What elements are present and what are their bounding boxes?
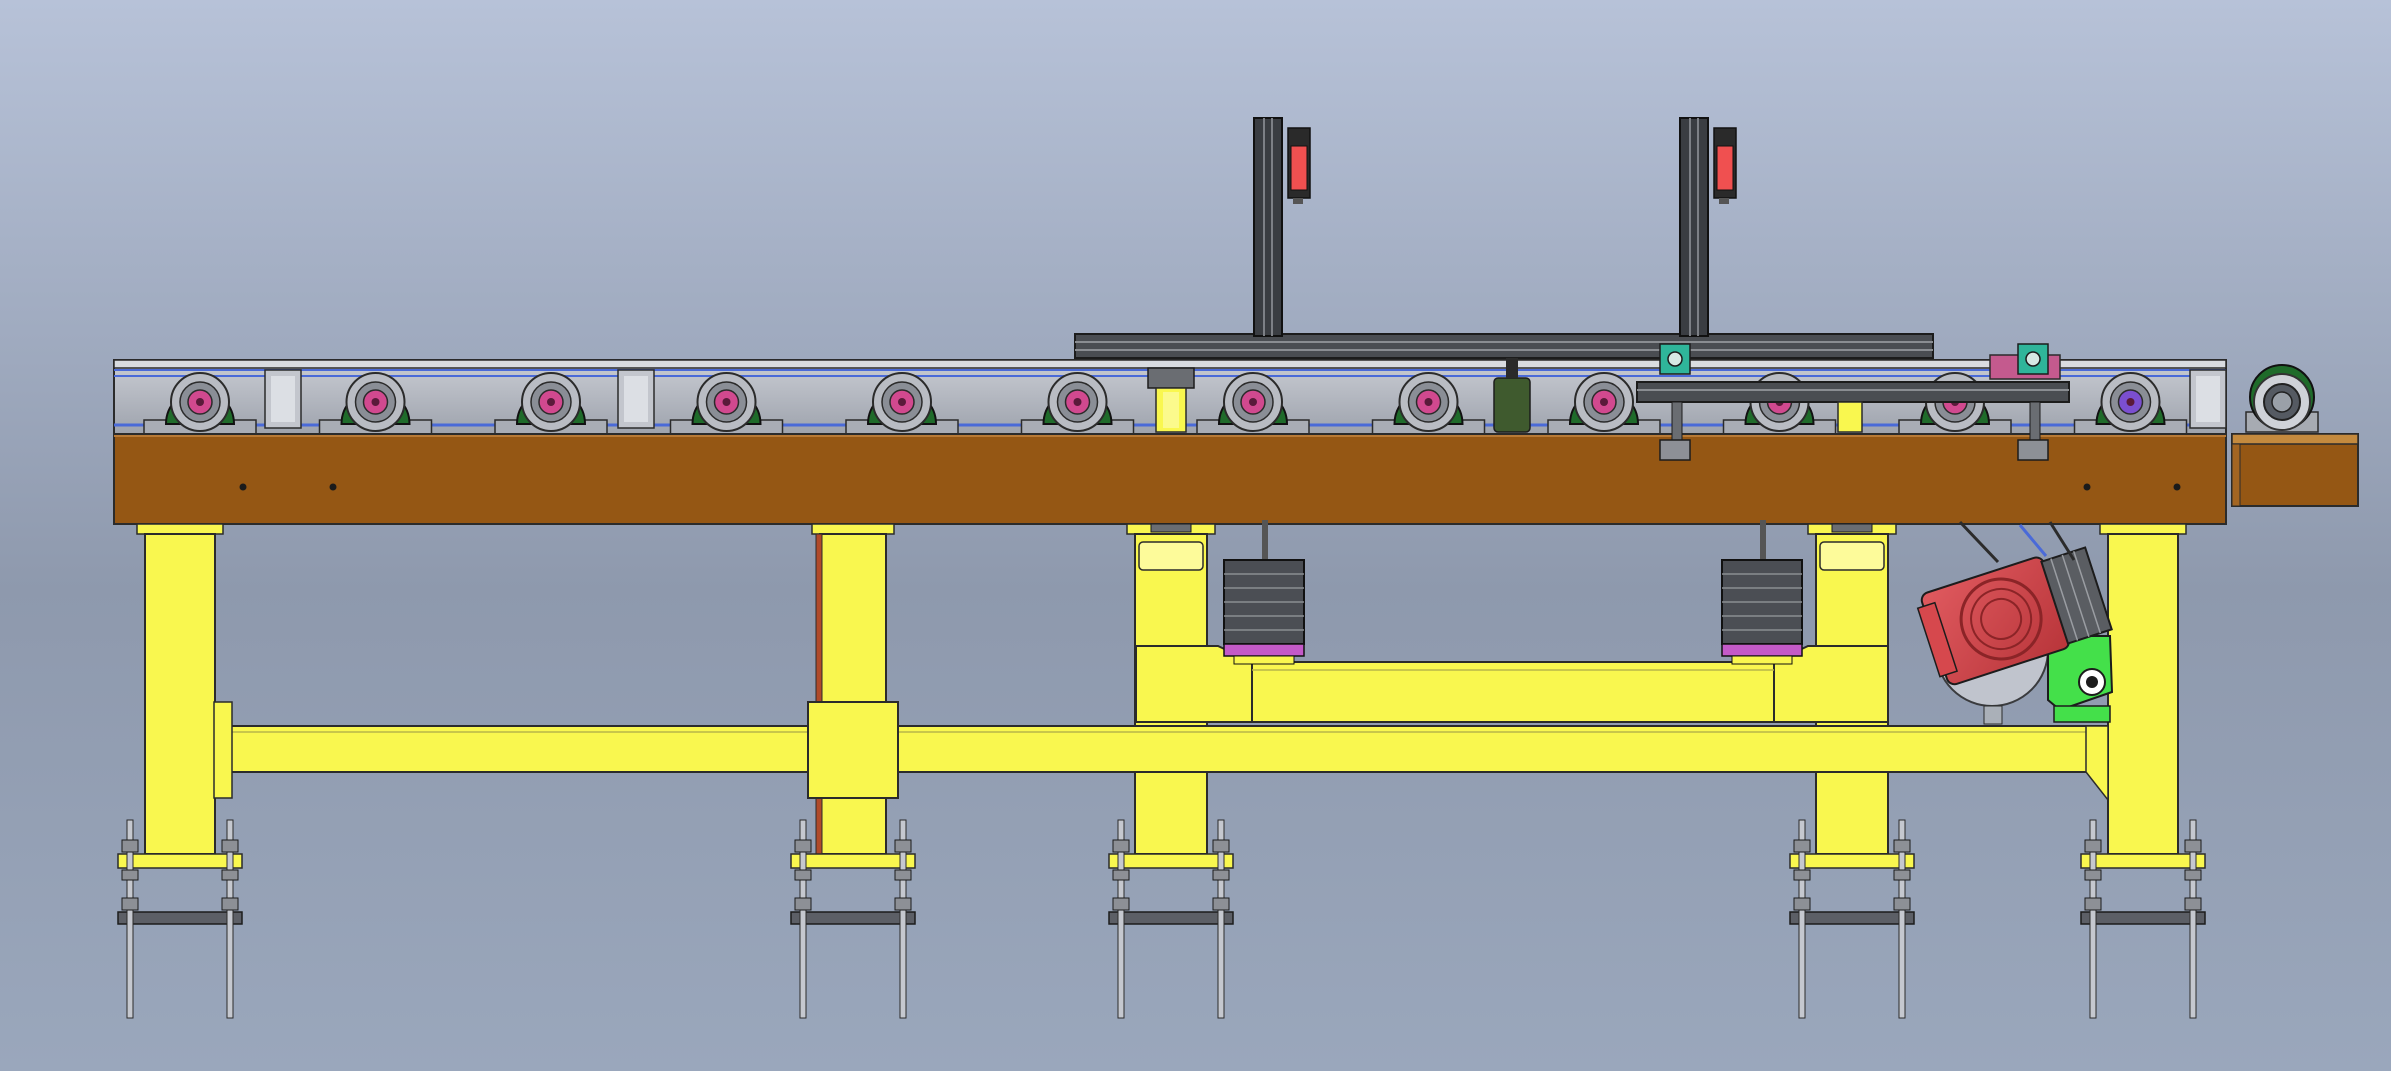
sensor-posts xyxy=(1253,117,1737,337)
rail-spacers xyxy=(264,369,2227,429)
frame-beam xyxy=(113,433,2227,525)
roller xyxy=(1196,372,1310,435)
roller xyxy=(318,372,433,435)
hanger-bracket xyxy=(2017,343,2049,461)
support-leg xyxy=(136,523,224,855)
leveling-foot xyxy=(117,819,243,1019)
center-subframe xyxy=(1135,645,1889,723)
drive-motor xyxy=(1916,520,2114,725)
roller xyxy=(669,372,784,435)
sensor-hangers xyxy=(1659,343,2049,461)
photo-sensor xyxy=(1287,127,1311,204)
sensor-post xyxy=(1253,117,1311,337)
gear-motors xyxy=(1223,520,1803,665)
roller xyxy=(1020,372,1135,435)
upper-profile-rail xyxy=(1074,333,1934,359)
end-extension-beam xyxy=(2231,433,2359,507)
photo-sensor xyxy=(1713,127,1737,204)
leveling-foot xyxy=(1789,819,1915,1019)
roller xyxy=(1371,372,1486,435)
spacer-block xyxy=(264,369,302,429)
spacer-block xyxy=(2189,369,2227,429)
roller-row xyxy=(143,372,2188,435)
leveling-feet xyxy=(117,819,2206,1019)
end-bearing xyxy=(2245,364,2319,433)
leveling-foot xyxy=(1108,819,1234,1019)
sensor-post xyxy=(1679,117,1737,337)
roller xyxy=(1547,372,1661,435)
lower-profile-rail xyxy=(1636,381,2070,403)
hanger-bracket xyxy=(1659,343,1691,461)
roller xyxy=(494,372,608,435)
support-leg xyxy=(2099,523,2187,855)
roller xyxy=(143,372,257,435)
roller xyxy=(2073,372,2188,435)
tension-rod xyxy=(815,533,823,855)
leveling-foot xyxy=(2080,819,2206,1019)
leveling-foot xyxy=(790,819,916,1019)
roller xyxy=(845,372,959,435)
gear-motor xyxy=(1223,520,1305,665)
lower-crossbeam xyxy=(213,701,2109,803)
support-leg xyxy=(811,523,895,855)
spacer-block xyxy=(617,369,655,429)
gear-motor xyxy=(1721,520,1803,665)
